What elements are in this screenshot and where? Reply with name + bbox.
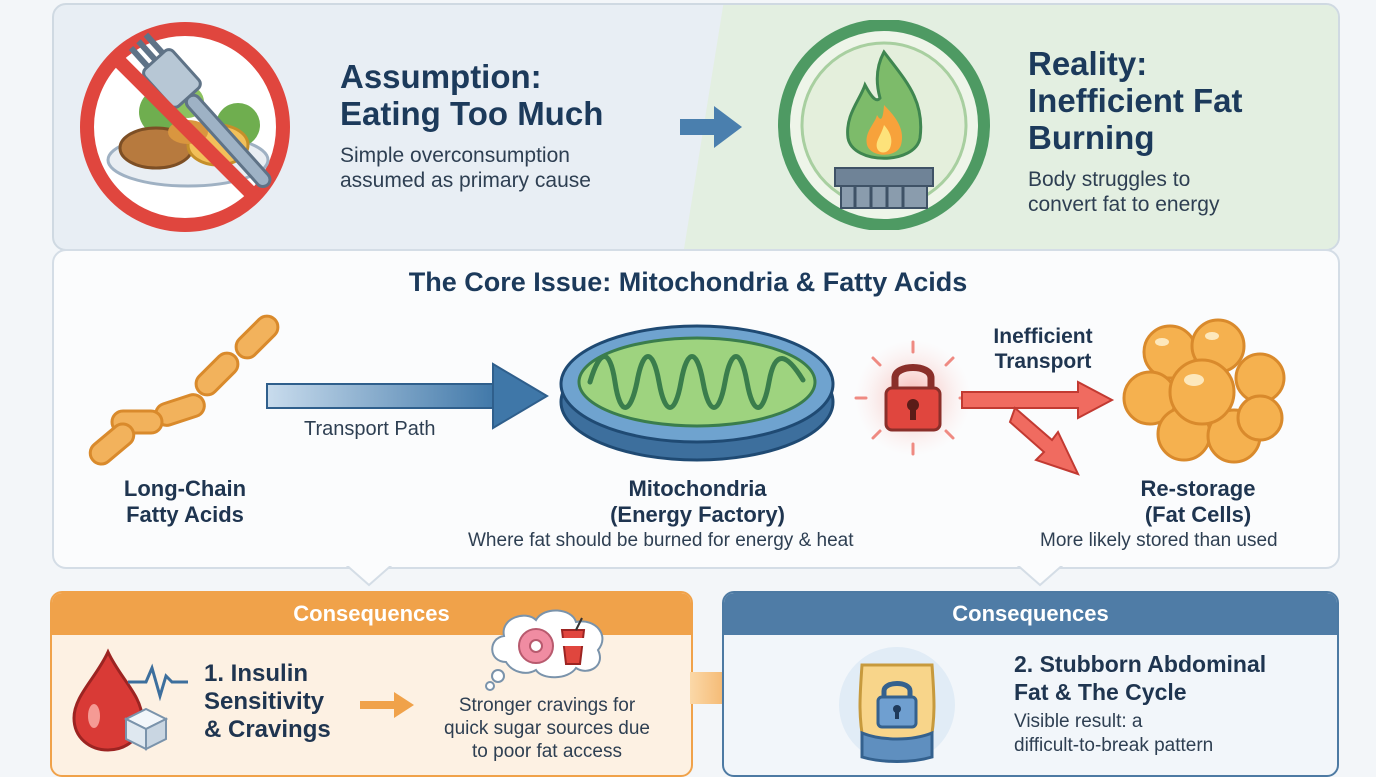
consequences-left-desc-line2: quick sugar sources due [444, 718, 650, 739]
consequences-left-description: Stronger cravings for quick sugar source… [420, 694, 674, 763]
inefficient-transport-label: Inefficient Transport [968, 324, 1118, 374]
reality-title-line3: Burning [1028, 119, 1155, 156]
assumption-reality-panel [52, 3, 1340, 251]
fatty-acids-label: Long-Chain Fatty Acids [70, 476, 300, 528]
core-issue-title: The Core Issue: Mitochondria & Fatty Aci… [408, 267, 968, 297]
restorage-label: Re-storage (Fat Cells) [1098, 476, 1298, 528]
mitochondria-label-line1: Mitochondria [628, 476, 767, 501]
craving-bubble-icon [484, 606, 614, 692]
reality-title-line2: Inefficient Fat [1028, 82, 1243, 119]
consequences-right-desc-line2: difficult-to-break pattern [1014, 735, 1214, 756]
restorage-label-line1: Re-storage [1140, 476, 1256, 501]
consequences-right-title: 2. Stubborn Abdominal Fat & The Cycle [1014, 650, 1266, 706]
consequences-left-title: 1. Insulin Sensitivity & Cravings [204, 660, 331, 744]
abdomen-lock-icon [832, 645, 962, 765]
restorage-label-line2: (Fat Cells) [1144, 502, 1252, 527]
mitochondria-label: Mitochondria (Energy Factory) [560, 476, 835, 528]
assumption-desc-line2: assumed as primary cause [340, 169, 591, 192]
mitochondria-label-line2: (Energy Factory) [610, 502, 785, 527]
consequences-left-title-line1: 1. Insulin [204, 660, 309, 687]
assumption-title-line2: Eating Too Much [340, 95, 604, 132]
reality-description: Body struggles to convert fat to energy [1028, 167, 1219, 217]
consequences-left-desc-line1: Stronger cravings for [458, 695, 636, 716]
fatty-acids-label-line2: Fatty Acids [126, 502, 244, 527]
reality-desc-line2: convert fat to energy [1028, 193, 1220, 216]
assumption-title: Assumption: Eating Too Much [340, 58, 603, 132]
consequences-right-title-line2: Fat & The Cycle [1014, 679, 1187, 705]
assumption-desc-line1: Simple overconsumption [340, 144, 570, 167]
restorage-description: More likely stored than used [1040, 530, 1278, 551]
reality-desc-line1: Body struggles to [1028, 168, 1191, 191]
fat-cells-icon [1122, 318, 1287, 468]
mitochondria-icon [555, 318, 840, 468]
inefficient-transport-line2: Transport [994, 350, 1092, 373]
no-eating-icon [78, 20, 292, 234]
reality-title-line1: Reality: [1028, 45, 1148, 82]
consequences-right-title-line1: 2. Stubborn Abdominal [1014, 651, 1267, 677]
lock-icon [848, 338, 978, 458]
fatty-acids-label-line1: Long-Chain [123, 476, 247, 501]
split-arrow-icon [960, 378, 1120, 478]
arrow-right-icon [680, 102, 744, 152]
consequences-right-description: Visible result: a difficult-to-break pat… [1014, 710, 1213, 758]
transport-arrow-icon [265, 360, 550, 432]
small-arrow-icon [360, 690, 416, 720]
consequences-left-desc-line3: to poor fat access [472, 741, 622, 762]
fire-burner-icon [765, 20, 1003, 230]
transport-path-label: Transport Path [304, 418, 436, 440]
consequences-right-header: Consequences [724, 593, 1337, 635]
consequences-right-desc-line1: Visible result: a [1014, 711, 1143, 732]
assumption-description: Simple overconsumption assumed as primar… [340, 143, 591, 193]
pointer-right-icon [1015, 563, 1065, 587]
fatty-acid-chain-icon [82, 312, 287, 472]
consequences-left-title-line2: Sensitivity [204, 688, 325, 715]
assumption-title-line1: Assumption: [340, 58, 542, 95]
reality-title: Reality: Inefficient Fat Burning [1028, 45, 1243, 156]
inefficient-transport-line1: Inefficient [993, 325, 1093, 348]
consequences-left-title-line3: & Cravings [204, 716, 331, 743]
pointer-left-icon [344, 563, 394, 587]
mitochondria-description: Where fat should be burned for energy & … [468, 530, 854, 551]
sugar-cube-icon [120, 705, 172, 751]
